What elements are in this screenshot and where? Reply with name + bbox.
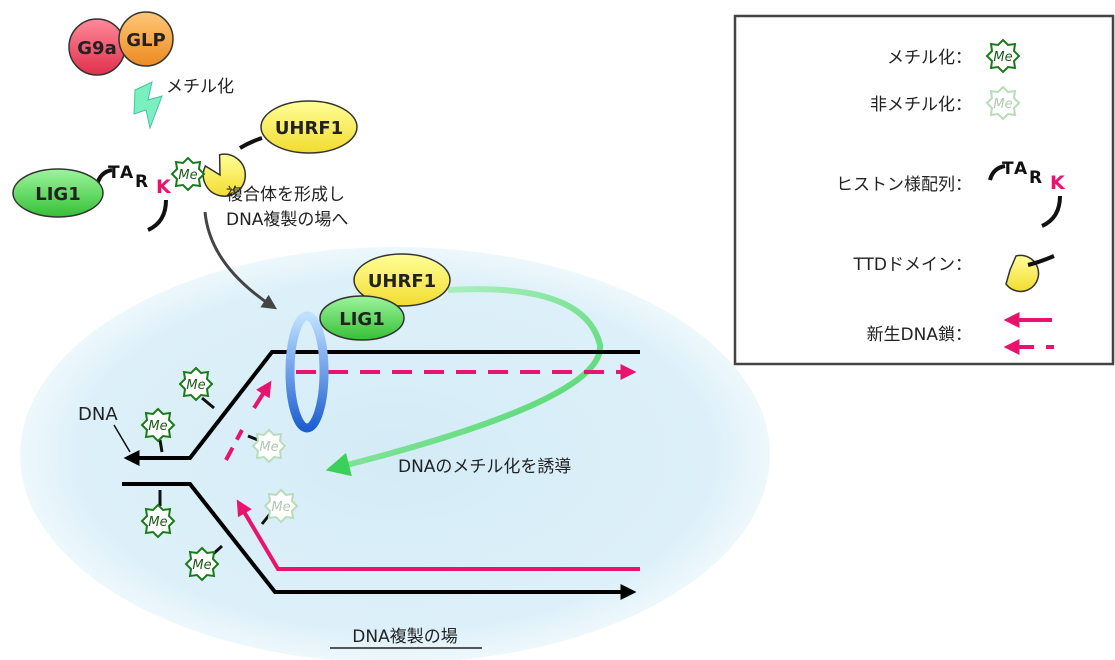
dna-label-leader <box>113 424 131 453</box>
peptide-t: T <box>108 163 120 183</box>
nascent-lagging-dash-1 <box>224 429 244 461</box>
pcna-clamp <box>285 311 329 433</box>
lig1-protein <box>12 168 104 218</box>
methyl-star-icon <box>170 156 206 192</box>
peptide-r: R <box>135 172 148 192</box>
lig1-bottom-label: LIG1 <box>339 309 384 330</box>
methyl-star-icon <box>178 366 214 402</box>
legend-nascent-label: 新生DNA鎖： <box>867 325 972 345</box>
legend-peptide-t: T <box>1002 159 1014 179</box>
me-text: Me <box>148 419 167 434</box>
uhrf1-label: UHRF1 <box>275 118 343 139</box>
lig1-label: LIG1 <box>35 184 80 205</box>
g9a-glp-complex: G9a GLP <box>68 11 174 76</box>
me-text: Me <box>186 378 205 393</box>
methylation-label: メチル化 <box>166 77 234 97</box>
uhrf1-protein <box>260 100 358 154</box>
uhrf1-top: UHRF1 <box>202 100 358 197</box>
methyl-mark-2-stalk <box>158 439 164 453</box>
dna-label: DNA <box>78 404 118 425</box>
uhrf1-bottom <box>353 253 451 307</box>
legend-unmethylated-label: 非メチル化： <box>870 95 972 115</box>
replication-site-label: DNA複製の場 <box>352 627 457 647</box>
me-text: Me <box>192 558 211 573</box>
legend-nascent-icon <box>1003 312 1054 355</box>
methyl-mark-3: Me <box>140 503 176 539</box>
methyl-mark-on-k: Me <box>170 156 206 192</box>
legend-ttd-icon <box>1005 254 1055 293</box>
me-text: Me <box>148 515 167 530</box>
bottom-parental-strand <box>122 482 637 600</box>
legend-box <box>733 14 1115 366</box>
methyl-star-icon <box>184 546 220 582</box>
glp-protein <box>118 11 174 67</box>
histone-like-peptide: T A R K <box>95 163 172 232</box>
legend-ttd-label: TTDドメイン： <box>852 255 972 275</box>
ttd-linker <box>238 136 263 150</box>
legend: メチル化： Me 非メチル化： Me ヒストン様配列： T A R K TTDド… <box>733 14 1115 366</box>
methyl-mark-1: Me <box>178 366 214 402</box>
legend-unmethylated-icon: Me <box>985 85 1021 121</box>
nascent-leading-strand <box>236 499 640 571</box>
unmethyl-star-icon <box>263 488 299 524</box>
methyl-mark-1-stalk <box>201 396 215 410</box>
lig1-bottom <box>319 295 405 341</box>
me-text: Me <box>259 440 278 455</box>
unmethyl-mark-2: Me <box>263 488 299 524</box>
legend-peptide-r: R <box>1029 168 1042 188</box>
peptide-k: K <box>156 176 172 198</box>
recruit-arrow <box>203 211 278 310</box>
legend-me-text: Me <box>993 50 1012 65</box>
legend-histone-icon: T A R K <box>988 159 1066 228</box>
complex-label-line1: 複合体を形成し <box>226 185 345 205</box>
unmethyl-mark-1: Me <box>251 428 287 464</box>
complex-label-line2: DNA複製の場へ <box>226 210 348 230</box>
top-parental-strand <box>123 350 640 466</box>
legend-peptide-k: K <box>1050 172 1066 194</box>
legend-histone-label: ヒストン様配列： <box>836 175 972 195</box>
methyl-mark-2: Me <box>140 407 176 443</box>
methyl-star-icon <box>140 503 176 539</box>
me-text: Me <box>178 168 197 183</box>
lig1-top: LIG1 <box>12 168 104 218</box>
unmethyl-star-icon <box>251 428 287 464</box>
methyl-mark-4: Me <box>184 546 220 582</box>
legend-methylated-icon: Me <box>985 38 1021 74</box>
lightning-icon <box>133 81 163 130</box>
me-text: Me <box>271 500 290 515</box>
unmethyl-mark-1-stalk <box>247 434 259 442</box>
uhrf1-bottom-label: UHRF1 <box>368 271 436 292</box>
g9a-label: G9a <box>77 38 116 59</box>
nascent-lagging-arrow <box>252 380 272 410</box>
legend-methylated-label: メチル化： <box>887 48 972 68</box>
legend-peptide-a: A <box>1014 159 1028 179</box>
peptide-a: A <box>120 163 134 183</box>
glp-label: GLP <box>126 30 165 51</box>
induce-label: DNAのメチル化を誘導 <box>398 457 571 477</box>
legend-me-text-pale: Me <box>993 97 1012 112</box>
methyl-star-icon <box>140 407 176 443</box>
